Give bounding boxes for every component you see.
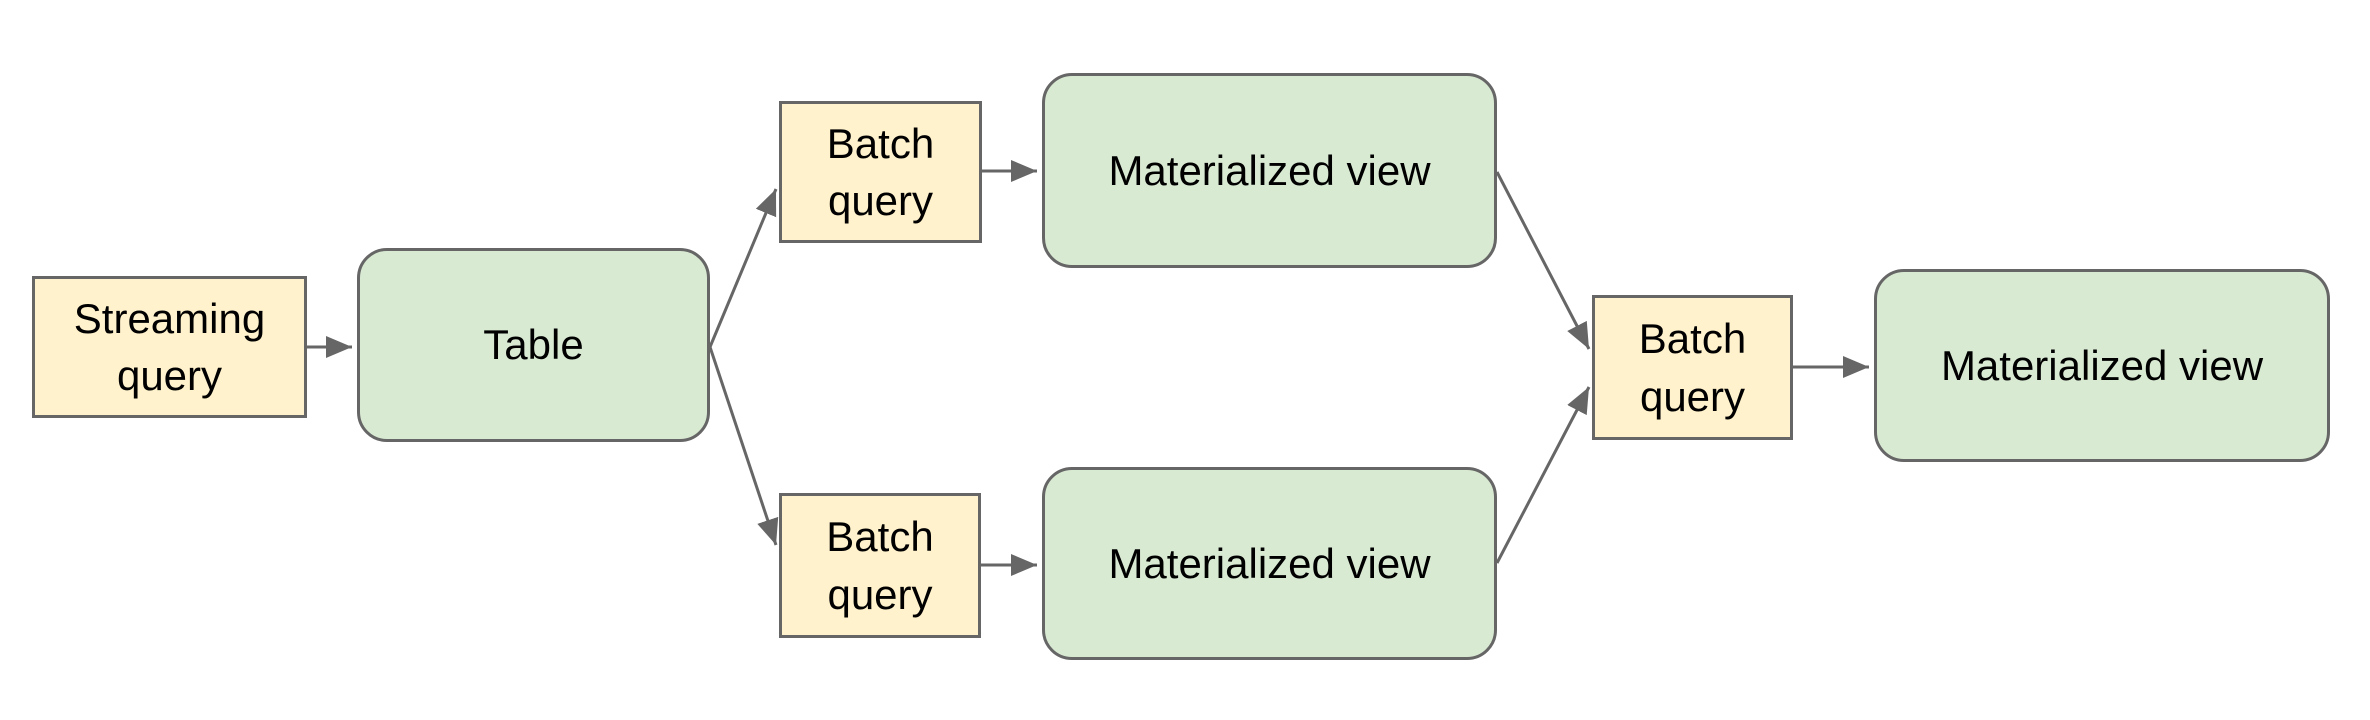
edge-mv-bottom-to-batch-query-right [1495,386,1591,564]
node-materialized-view-right-label: Materialized view [1940,341,2264,389]
node-batch-query-top: Batch query [779,101,982,243]
node-streaming-query-label: Streaming query [73,294,266,399]
node-batch-query-top-label: Batch query [826,119,935,224]
node-batch-query-right: Batch query [1592,295,1793,440]
node-materialized-view-bottom-label: Materialized view [1108,539,1431,587]
node-table-label: Table [483,321,584,369]
node-streaming-query: Streaming query [32,276,307,418]
node-materialized-view-right: Materialized view [1874,269,2330,462]
edge-table-to-batch-query-top [708,188,778,348]
node-materialized-view-bottom: Materialized view [1042,467,1497,660]
node-batch-query-right-label: Batch query [1638,315,1747,420]
node-batch-query-bottom: Batch query [779,493,981,638]
node-materialized-view-top: Materialized view [1042,73,1497,268]
edge-table-to-batch-query-bottom [708,346,779,546]
node-table: Table [357,248,710,442]
edge-mv-top-to-batch-query-right [1495,171,1591,350]
node-batch-query-bottom-label: Batch query [826,513,934,618]
node-materialized-view-top-label: Materialized view [1108,146,1431,194]
